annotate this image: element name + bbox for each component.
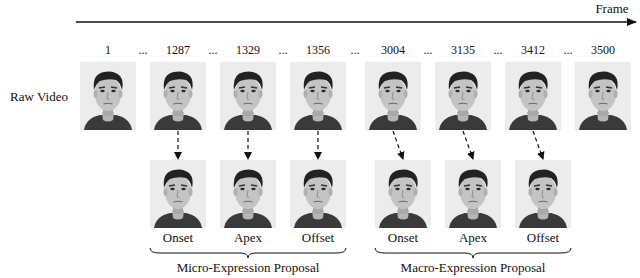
face-frame: Offset xyxy=(513,160,573,248)
frame-number: 1 xyxy=(78,42,138,58)
face-image xyxy=(515,160,571,228)
face-image xyxy=(150,62,206,130)
axis-label: Frame xyxy=(595,1,628,16)
face-image xyxy=(445,160,501,228)
phase-label: Onset xyxy=(373,230,433,246)
face-frame: 3135 xyxy=(433,42,493,130)
frame-number: 1329 xyxy=(218,42,278,58)
face-image xyxy=(435,62,491,130)
face-frame: Onset xyxy=(373,160,433,248)
frame-axis xyxy=(76,21,636,22)
face-image xyxy=(575,62,631,130)
ellipsis: ... xyxy=(494,43,503,58)
frame-number: 1356 xyxy=(288,42,348,58)
face-image xyxy=(375,160,431,228)
curly-brace xyxy=(150,248,346,258)
row-label: Raw Video xyxy=(10,89,68,104)
curly-brace xyxy=(375,248,571,258)
frame-number: 3135 xyxy=(433,42,493,58)
dashed-arrow xyxy=(247,131,248,159)
face-image xyxy=(290,62,346,130)
ellipsis: ... xyxy=(209,43,218,58)
face-frame: 1287 xyxy=(148,42,208,130)
dashed-arrow xyxy=(463,131,473,159)
ellipsis: ... xyxy=(564,43,573,58)
frame-number: 3004 xyxy=(363,42,423,58)
face-frame: 3412 xyxy=(503,42,563,130)
face-frame: 1 xyxy=(78,42,138,130)
dashed-arrow xyxy=(393,131,403,159)
dashed-arrow xyxy=(177,131,178,159)
face-image xyxy=(80,62,136,130)
face-frame: 3500 xyxy=(573,42,633,130)
ellipsis: ... xyxy=(351,43,360,58)
frame-number: 3412 xyxy=(503,42,563,58)
face-frame: 1356 xyxy=(288,42,348,130)
frame-number: 3500 xyxy=(573,42,633,58)
phase-label: Onset xyxy=(148,230,208,246)
group-label: Micro-Expression Proposal xyxy=(177,260,320,275)
ellipsis: ... xyxy=(424,43,433,58)
ellipsis: ... xyxy=(139,43,148,58)
face-image xyxy=(505,62,561,130)
face-image xyxy=(220,62,276,130)
ellipsis: ... xyxy=(279,43,288,58)
face-frame: Offset xyxy=(288,160,348,248)
phase-label: Offset xyxy=(513,230,573,246)
frame-number: 1287 xyxy=(148,42,208,58)
face-image xyxy=(220,160,276,228)
face-image xyxy=(150,160,206,228)
face-frame: 3004 xyxy=(363,42,423,130)
face-image xyxy=(365,62,421,130)
phase-label: Apex xyxy=(443,230,503,246)
phase-label: Offset xyxy=(288,230,348,246)
face-frame: Apex xyxy=(443,160,503,248)
face-frame: Apex xyxy=(218,160,278,248)
face-frame: Onset xyxy=(148,160,208,248)
dashed-arrow xyxy=(317,131,318,159)
group-label: Macro-Expression Proposal xyxy=(401,260,546,275)
face-image xyxy=(290,160,346,228)
face-frame: 1329 xyxy=(218,42,278,130)
phase-label: Apex xyxy=(218,230,278,246)
dashed-arrow xyxy=(533,131,543,159)
